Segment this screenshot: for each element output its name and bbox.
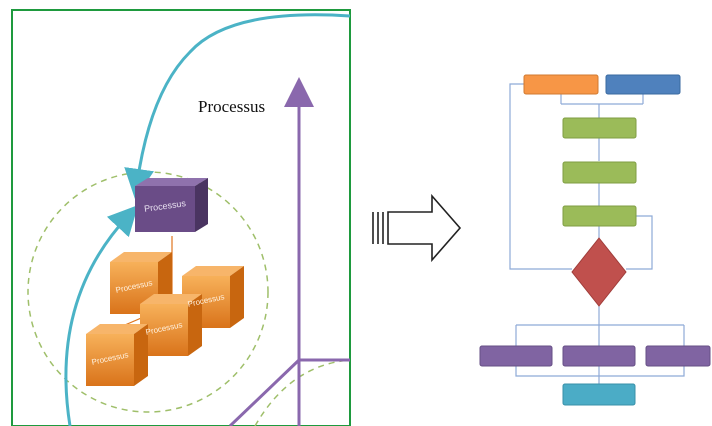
process-box-4 [86,324,148,386]
green-frame [11,9,351,426]
left-panel-graphics [11,9,351,426]
diagonal-axis [228,358,301,426]
left-panel: Processus Processus Processus Processus … [11,9,351,426]
bottom-curve-arrow [64,205,139,426]
flow-box-purple-3 [645,345,711,367]
top-curve-arrow [124,13,351,199]
flow-box-green-3 [562,205,637,227]
transition-arrow-icon [372,193,462,263]
flow-box-purple-1 [479,345,553,367]
flow-box-cyan [562,383,636,406]
flow-box-green-1 [562,117,637,139]
axis-label: Processus [198,97,266,116]
dashed-arc [254,359,351,426]
top-process-box [135,178,208,232]
flow-box-blue [605,74,681,95]
flow-decision-diamond [571,237,627,307]
flow-box-orange [523,74,599,95]
flow-box-green-2 [562,161,637,184]
flowchart-connectors [509,83,685,384]
flow-box-purple-2 [562,345,636,367]
